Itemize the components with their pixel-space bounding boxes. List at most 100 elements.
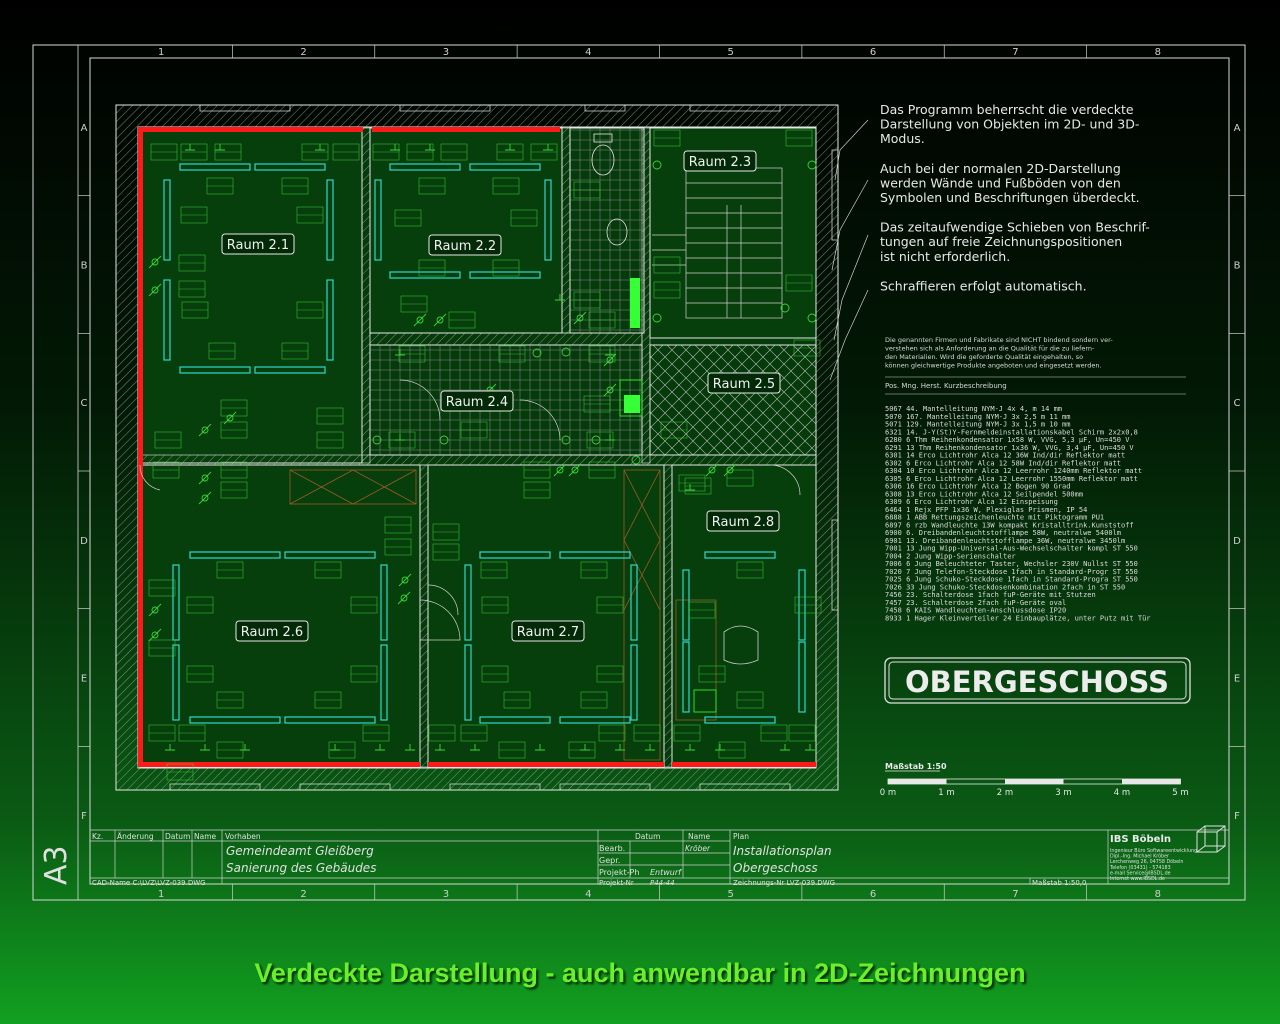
company-line: Internet www.IBSDL.de [1110,876,1165,882]
note-line: Modus. [880,131,925,146]
light-tube [254,366,326,374]
switch-symbol [148,628,162,642]
wall-lamp-symbol [631,455,641,465]
room-label-frame [707,372,781,394]
legend-row: 6901 13. Dreibandenleuchtstofflampe 36W,… [885,537,1125,545]
grid-row-label: F [1234,811,1240,822]
outlet-symbol [215,144,225,151]
room-label: Raum 2.1 [227,238,289,253]
legend-row: 6897 6 rzb Wandleuchte 13W kompakt Krist… [885,521,1134,529]
grid-row-label: A [81,123,88,134]
plan-subtitle: Obergeschoss [733,861,818,875]
cad-name: CAD-Name C:\LVZ\LVZ-039.DWG [92,879,206,887]
light-tube [469,163,541,171]
switch-symbol [603,353,617,367]
grid-col-label: 5 [728,889,734,900]
tb-scale: Maßstab 1:50,0 [1032,879,1087,887]
switch-symbol [198,491,212,505]
room-label: Raum 2.7 [517,625,579,640]
light-tube [326,279,334,361]
floor-title-box: OBERGESCHOSS [884,657,1191,704]
grid-row-label: C [1234,398,1241,409]
legend-row: 6900 6. Dreibandenleuchtstofflampe 58W, … [885,529,1121,537]
room-label-frame [706,510,780,532]
light-tube [559,716,631,724]
scale-tick: 4 m [1114,788,1130,798]
notes-block: Das Programm beherrscht die verdeckteDar… [880,102,1150,293]
green-highlight-object [630,278,640,328]
room-label-frame [235,620,309,642]
switch-symbol [433,313,447,327]
switch-symbol [603,383,617,397]
legend-row: 7457 23. Schalterdose 2fach fuP-Geräte o… [885,599,1066,607]
outlet-symbol [505,144,515,151]
light-tube [380,564,388,641]
grid-col-label: 1 [158,889,164,900]
switch-symbol [148,603,162,617]
outlet-symbol [375,744,385,751]
project-subtitle: Sanierung des Gebäudes [226,861,376,875]
light-tube [163,179,171,261]
plan-title: Installationsplan [733,844,832,858]
wall-lamp-symbol [652,313,662,323]
light-tube [682,641,690,713]
wall-lamp-symbol [532,348,542,358]
legend-row: 6321 14. J-Y(St)Y-Fernmeldeinstallations… [885,428,1138,436]
light-tube [559,551,631,559]
tb-header: Kz. [92,832,103,841]
legend-row: 7025 6 Jung Schuko-Steckdose 1fach in St… [885,576,1138,584]
sheet-size-label: A3 [39,845,74,885]
tb-label: Projekt-Ph [599,868,639,877]
light-tube [630,644,638,721]
tb-header: Name [194,832,217,841]
company-name: IBS Böbeln [1110,834,1171,845]
scale-tick: 0 m [880,788,896,798]
disclaimer-line: Die genannten Firmen und Fabrikate sind … [885,336,1113,344]
caption: Verdeckte Darstellung - auch anwendbar i… [254,958,1026,988]
light-tube [189,551,281,559]
switch-symbol [573,311,587,325]
legend-row: 6308 13 Erco Lichtrohr Alca 12 Seilpende… [885,490,1083,498]
outlet-symbol [435,744,445,751]
note-line: werden Wände und Fußböden von den [880,175,1121,190]
legend-row: 7456 23. Schalterdose 1fach fuP-Geräte m… [885,591,1096,599]
legend-row: 7026 33 Jung Schuko-Steckdosenkombinatio… [885,583,1125,591]
wall-lamp-symbol [807,313,817,323]
grid-col-label: 7 [1012,47,1018,58]
tb-label: Bearb. [599,844,625,853]
grid-col-label: 2 [300,47,306,58]
legend-row: 8933 1 Hager Kleinverteiler 24 Einbauplä… [885,614,1151,622]
drawing-number: Zeichnungs-Nr LVZ-039.DWG [733,879,835,887]
wall-lamp-symbol [807,160,817,170]
bathroom-fixtures [591,133,643,417]
legend-row: 5071 129. Mantelleitung NYM-J 3x 1,5 m 1… [885,421,1070,429]
wall-lamp-symbol [780,303,790,313]
note-line: tungen auf freie Zeichnungspositionen [880,234,1122,249]
grid-row-label: D [80,536,88,547]
switch-symbol [148,283,162,297]
light-tube [798,641,806,713]
light-tube [179,366,251,374]
light-tube [179,163,251,171]
outlet-symbol [470,744,480,751]
company-line: Ingenieur Büro Softwareentwicklung [1110,848,1197,854]
light-tube [254,163,326,171]
grid-col-label: 4 [585,47,591,58]
company-line: Dipl.-Ing. Michael Kröber [1110,854,1169,860]
grid-row-label: E [81,674,87,685]
grid-row-label: E [1234,674,1240,685]
note-line: Schraffieren erfolgt automatisch. [880,278,1087,293]
disclaimer-line: verstehen sich als Anforderung an die Qu… [885,345,1095,353]
disclaimer-line: können gleichwertige Produkte angeboten … [885,362,1102,370]
floor-plan [115,104,839,791]
note-line: Das Programm beherrscht die verdeckte [880,102,1134,117]
tb-header: Datum [635,832,660,841]
legend-row: 6464 1 Rejx PFP 1x36 W, Plexiglas Prisme… [885,506,1087,514]
legend-row: 6888 1 ABB Rettungszeichenleuchte mit Pi… [885,514,1104,522]
grid-row-label: F [81,811,87,822]
switch-symbol [398,573,412,587]
grid-col-label: 6 [870,889,876,900]
